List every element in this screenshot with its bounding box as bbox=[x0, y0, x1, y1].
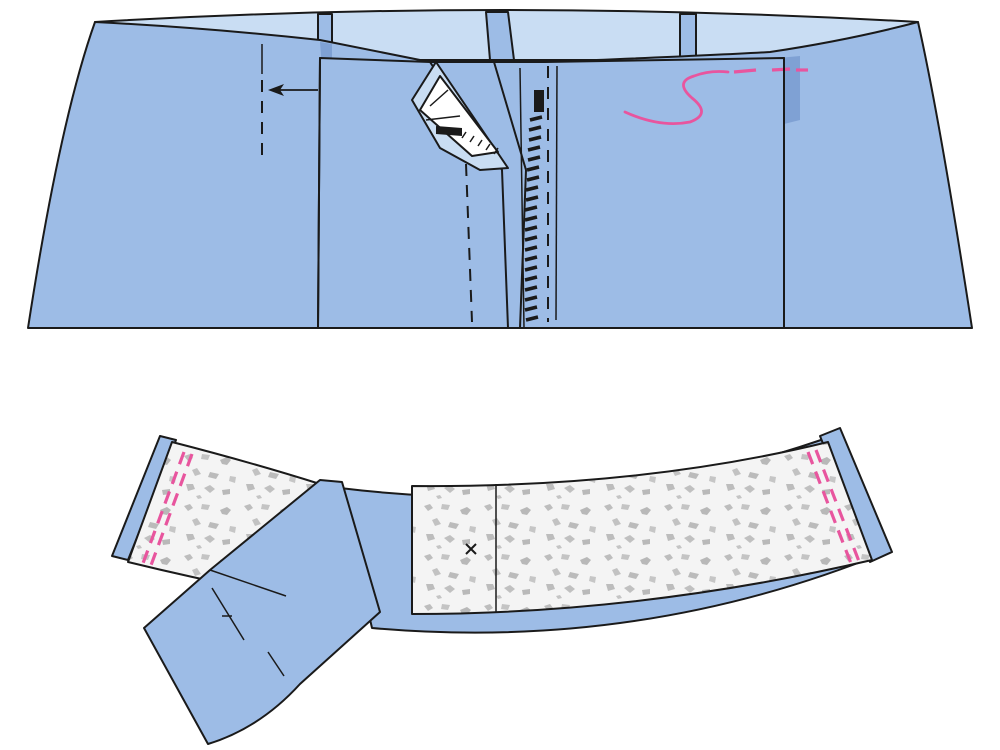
inner-pleat-right bbox=[679, 13, 697, 61]
x-mark-icon bbox=[465, 543, 477, 555]
zipper-stitch-line-2 bbox=[555, 65, 558, 321]
tab-marker-1 bbox=[211, 587, 245, 641]
arrow-left-icon bbox=[268, 84, 318, 96]
interfacing-right bbox=[411, 441, 873, 615]
skirt-illustration bbox=[27, 9, 973, 329]
left-pleat-line bbox=[317, 57, 321, 329]
waistband-illustration bbox=[111, 427, 893, 745]
zipper-teeth-top bbox=[461, 131, 499, 155]
zipper-tape-line bbox=[519, 67, 525, 329]
waistband-folded-tab bbox=[143, 479, 381, 745]
left-stitch-line bbox=[465, 163, 473, 323]
tab-fold-line bbox=[209, 569, 287, 597]
inner-pleat-center bbox=[485, 11, 515, 61]
tab-marker-2 bbox=[267, 651, 285, 677]
zipper-teeth bbox=[524, 115, 543, 322]
pink-basting-dashes bbox=[733, 67, 791, 74]
zipper-pull-tab bbox=[436, 126, 462, 136]
zipper-tape-edge-2 bbox=[425, 115, 461, 121]
pink-basting-thread bbox=[623, 70, 730, 125]
zipper-tape-edge bbox=[429, 89, 449, 107]
zipper-slider bbox=[534, 90, 544, 112]
